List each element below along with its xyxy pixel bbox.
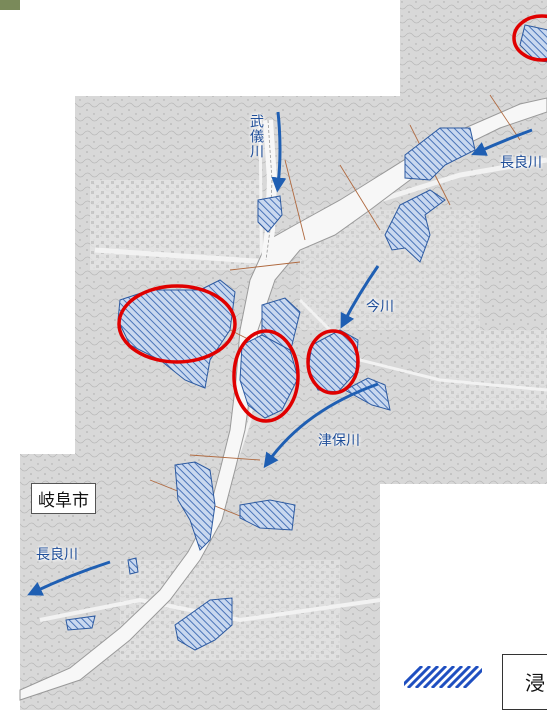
flow-arrows bbox=[27, 111, 533, 596]
gifu-city-label: 岐阜市 bbox=[31, 483, 96, 514]
nagara-lower-arrow bbox=[27, 560, 111, 596]
flood-area-right-south bbox=[239, 499, 296, 531]
tsubo-river-label: 津保川 bbox=[318, 433, 360, 449]
flood-pattern-icon bbox=[404, 666, 482, 688]
flood-area-lower bbox=[174, 597, 233, 651]
highlight-circles bbox=[117, 14, 547, 423]
flood-area-center-island bbox=[239, 334, 299, 419]
highlight-circle-west bbox=[117, 284, 237, 364]
flood-area-left-south bbox=[174, 461, 216, 551]
mugi-river-arrow bbox=[271, 111, 287, 193]
flood-area-nagara-upper bbox=[404, 127, 476, 181]
flood-area-small-1 bbox=[127, 557, 139, 575]
highlight-circle-center bbox=[232, 329, 300, 423]
tsubo-arrow bbox=[263, 382, 379, 469]
flood-areas bbox=[65, 24, 547, 651]
highlight-circle-imagawa bbox=[306, 329, 360, 395]
legend-label: 浸 bbox=[502, 654, 547, 710]
nagara-river-upper-label: 長良川 bbox=[500, 155, 542, 171]
flood-area-nagara-right bbox=[384, 189, 446, 263]
highlight-circle-top-right bbox=[512, 14, 547, 62]
flood-area-mugi bbox=[257, 195, 283, 233]
flood-area-small-2 bbox=[65, 615, 96, 631]
nagara-river-lower-label: 長良川 bbox=[36, 547, 78, 563]
flood-area-tsubo bbox=[343, 377, 391, 411]
flood-area-upper-right bbox=[519, 24, 547, 63]
ima-river-label: 今川 bbox=[366, 299, 394, 315]
nagara-upper-arrow bbox=[471, 128, 533, 156]
imagawa-arrow bbox=[340, 265, 380, 329]
nagara-river-channel bbox=[19, 97, 547, 701]
mugi-river-label: 武儀川 bbox=[248, 114, 264, 159]
